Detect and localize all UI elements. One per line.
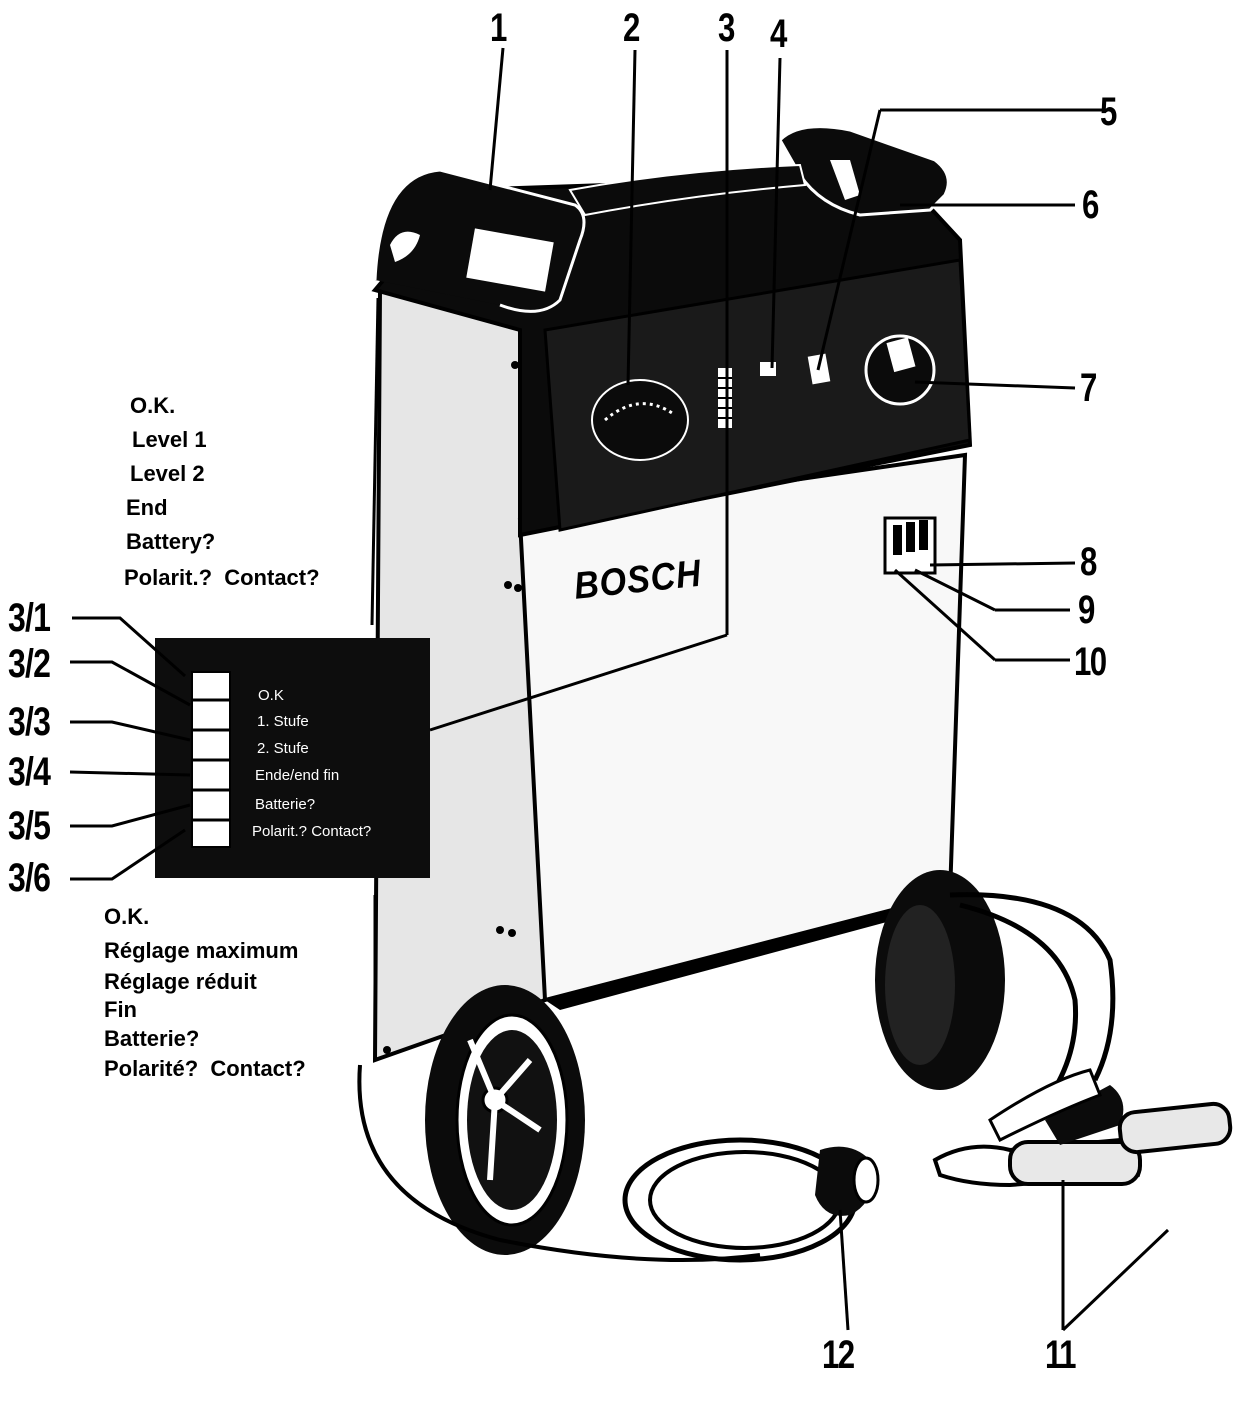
legend-en-ok: O.K. <box>130 393 176 418</box>
callout-4: 4 <box>770 12 787 56</box>
callout-8: 8 <box>1080 540 1097 584</box>
legend-en-battery: Battery? <box>126 529 216 554</box>
indicator-panel-inset <box>155 638 430 878</box>
cables <box>357 892 1116 1263</box>
legend-fr-batterie: Batterie? <box>104 1026 200 1051</box>
callout-3-1: 3/1 <box>8 596 51 640</box>
panel-label-polarity: Polarit.? Contact? <box>252 823 372 840</box>
battery-clamps <box>932 1068 1233 1188</box>
callout-11: 11 <box>1045 1333 1076 1377</box>
panel-label-stufe2: 2. Stufe <box>257 740 309 757</box>
legend-en-polarity: Polarit.? Contact? <box>124 565 320 590</box>
callout-10: 10 <box>1074 640 1107 684</box>
callout-3-3: 3/3 <box>8 700 51 744</box>
callout-1: 1 <box>490 6 507 50</box>
callout-9: 9 <box>1078 588 1095 632</box>
legend-fr-fin: Fin <box>104 997 137 1022</box>
rear-wheel <box>875 870 1005 1090</box>
mains-plug <box>815 1146 880 1216</box>
panel-label-ok: O.K <box>258 687 284 704</box>
legend-en-level1: Level 1 <box>132 427 207 452</box>
legend-en-end: End <box>126 495 168 520</box>
callout-3: 3 <box>718 6 735 50</box>
callout-2: 2 <box>623 6 640 50</box>
callout-5: 5 <box>1100 90 1117 134</box>
callout-3-2: 3/2 <box>8 642 51 686</box>
legend-fr-polarite: Polarité? Contact? <box>104 1056 306 1081</box>
callout-3-4: 3/4 <box>8 750 51 794</box>
callout-3-5: 3/5 <box>8 804 51 848</box>
leader-lines <box>69 47 1170 1332</box>
legend-en-level2: Level 2 <box>130 461 205 486</box>
callout-12: 12 <box>822 1333 855 1377</box>
callout-6: 6 <box>1082 183 1099 227</box>
legend-fr-reduit: Réglage réduit <box>104 969 257 994</box>
panel-label-end: Ende/end fin <box>255 767 340 784</box>
legend-fr-max: Réglage maximum <box>104 938 299 963</box>
panel-label-stufe1: 1. Stufe <box>257 713 309 730</box>
front-wheel <box>425 985 585 1255</box>
legend-fr-ok: O.K. <box>104 904 150 929</box>
callout-3-6: 3/6 <box>8 856 51 900</box>
callout-7: 7 <box>1080 366 1097 410</box>
panel-label-batterie: Batterie? <box>255 796 316 813</box>
